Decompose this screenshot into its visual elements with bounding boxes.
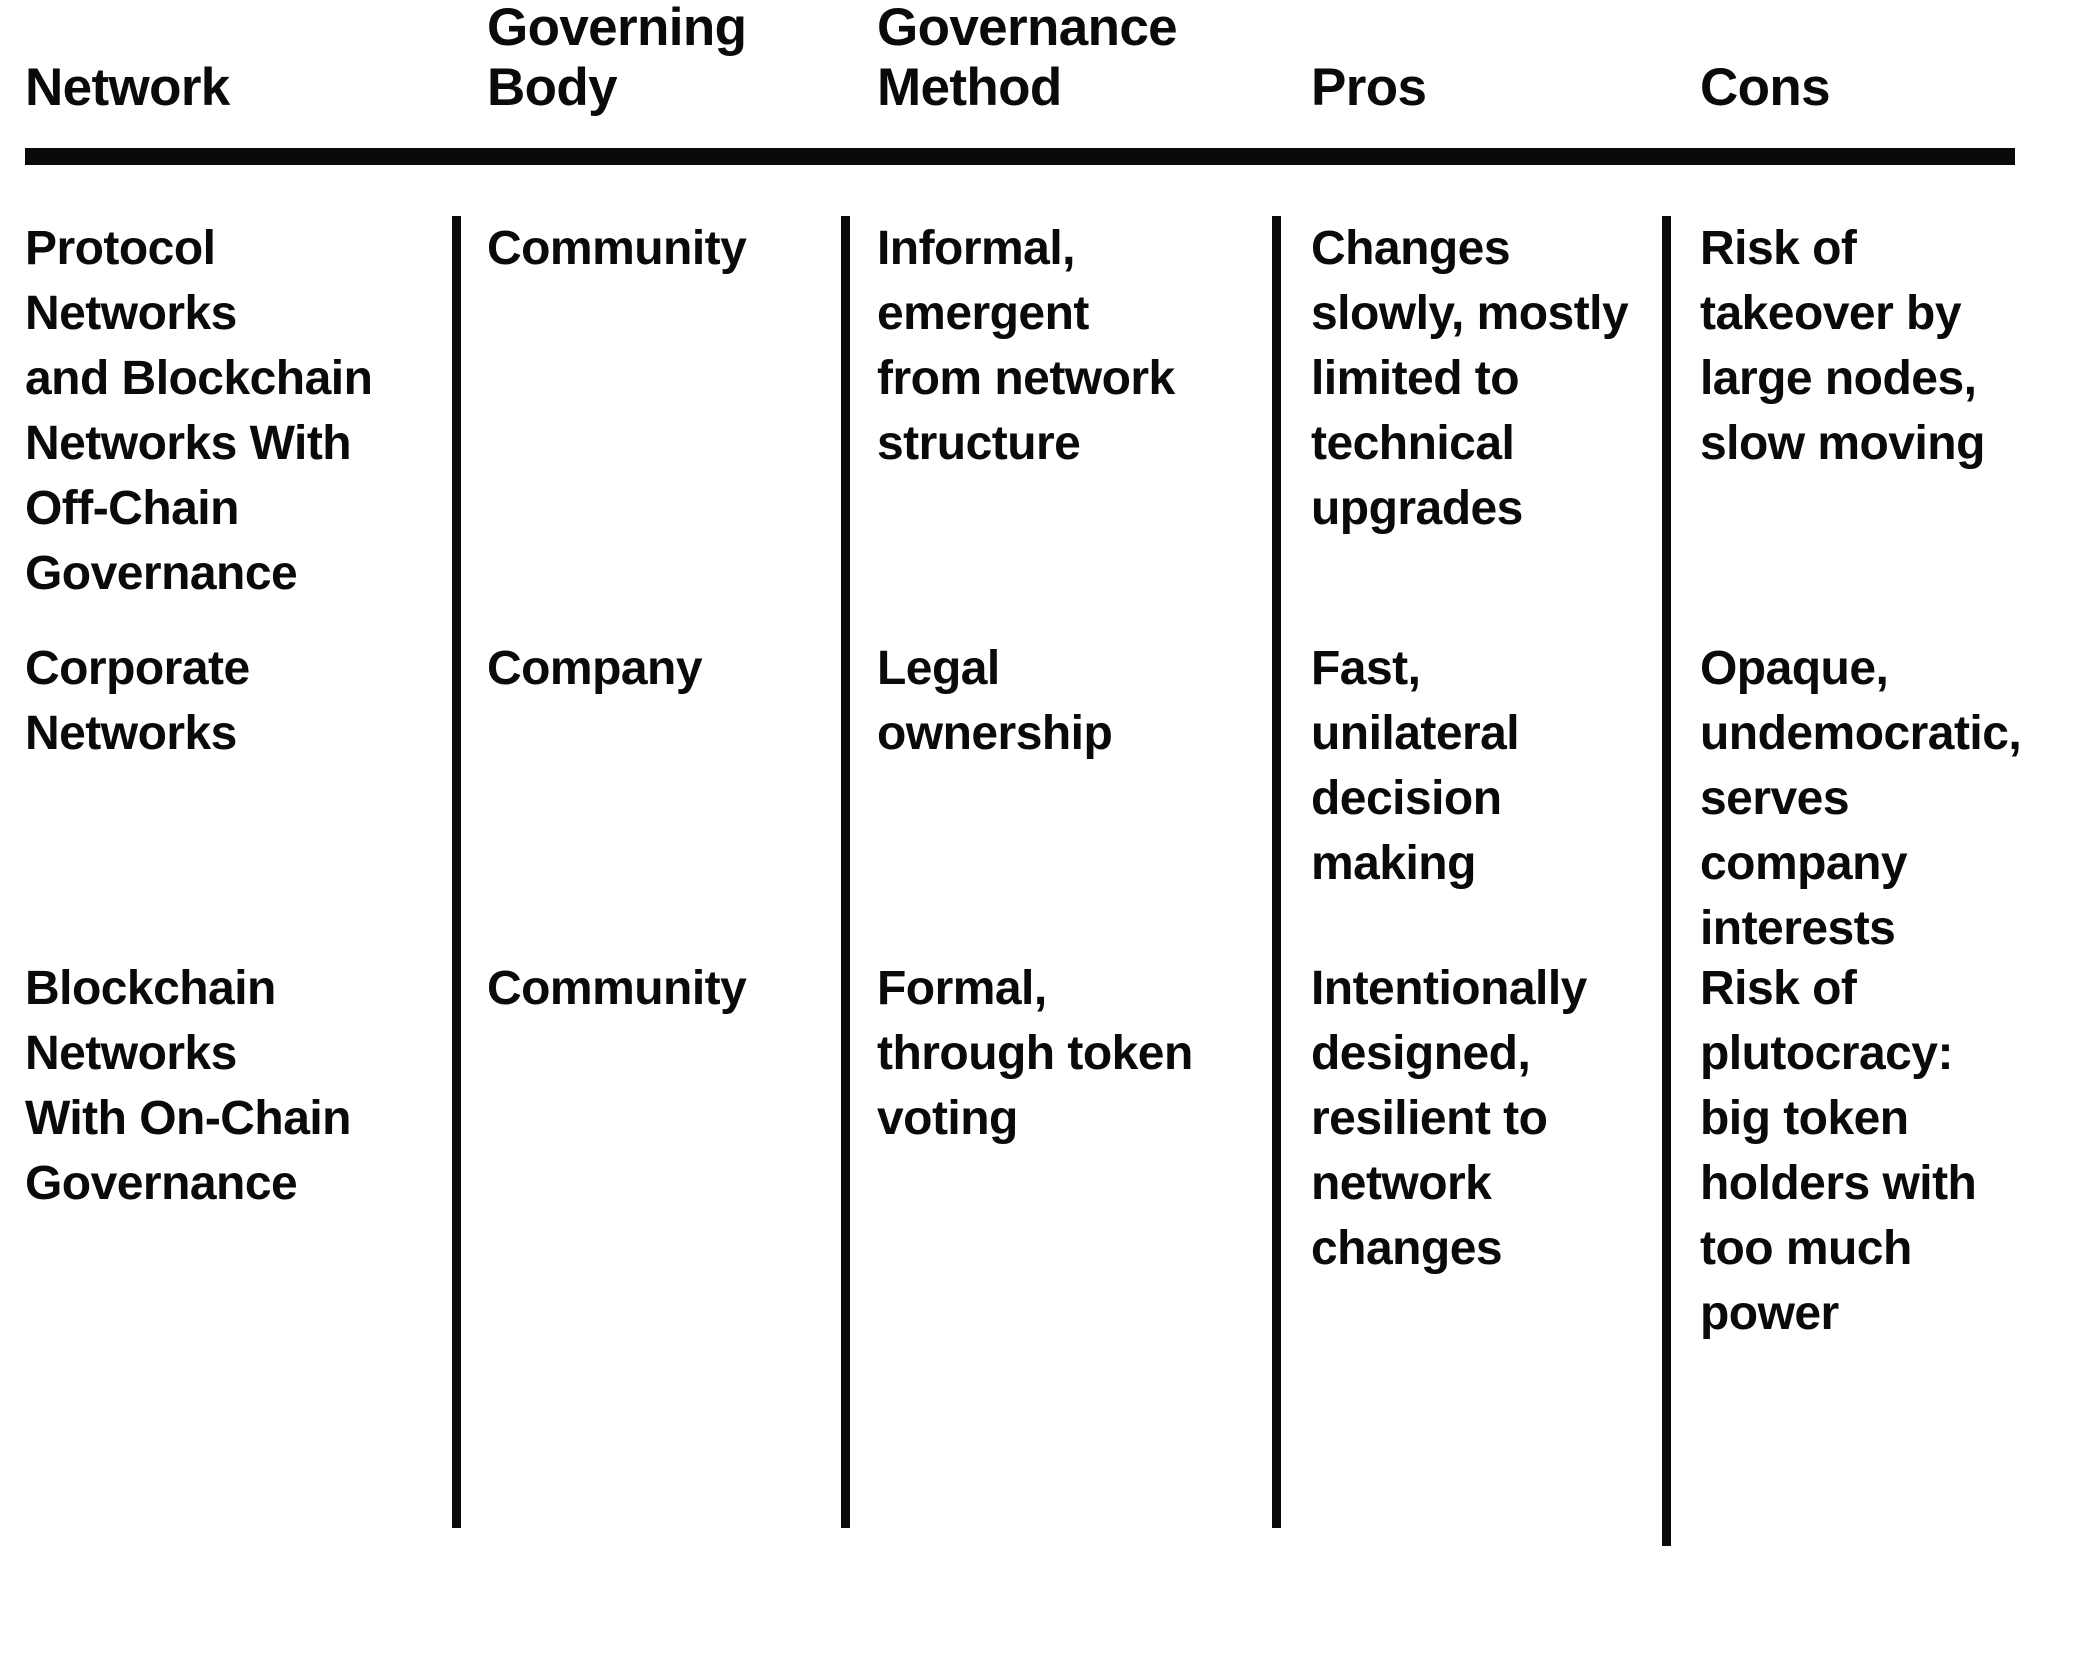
column-header-network: Network bbox=[25, 58, 230, 117]
table-row: Blockchain Networks With On-Chain Govern… bbox=[0, 956, 2084, 1356]
header-separator-rule bbox=[25, 148, 2015, 165]
cell-cons: Risk of plutocracy: big token holders wi… bbox=[1700, 962, 1977, 1340]
cell-network: Corporate Networks bbox=[25, 642, 250, 760]
cell-governing-body: Community bbox=[487, 962, 747, 1015]
cell-governance-method: Legal ownership bbox=[877, 642, 1113, 760]
cell-governing-body: Company bbox=[487, 642, 703, 695]
column-divider-3 bbox=[1272, 216, 1281, 1528]
cell-network: Protocol Networks and Blockchain Network… bbox=[25, 222, 373, 600]
cell-pros: Intentionally designed, resilient to net… bbox=[1311, 962, 1587, 1275]
cell-governance-method: Formal, through token voting bbox=[877, 962, 1193, 1145]
table-body: Protocol Networks and Blockchain Network… bbox=[0, 216, 2084, 1356]
cell-cons: Risk of takeover by large nodes, slow mo… bbox=[1700, 222, 1985, 470]
cell-cons: Opaque, undemocratic, serves company int… bbox=[1700, 642, 2022, 955]
cell-pros: Fast, unilateral decision making bbox=[1311, 642, 1520, 890]
cell-governing-body: Community bbox=[487, 222, 747, 275]
cell-pros: Changes slowly, mostly limited to techni… bbox=[1311, 222, 1629, 535]
cell-network: Blockchain Networks With On-Chain Govern… bbox=[25, 962, 352, 1210]
table-row: Corporate Networks Company Legal ownersh… bbox=[0, 636, 2084, 956]
column-header-governing-body: Governing Body bbox=[487, 0, 747, 117]
table-header-row: Network Governing Body Governance Method… bbox=[0, 0, 2084, 148]
column-divider-4 bbox=[1662, 216, 1671, 1546]
column-header-pros: Pros bbox=[1311, 58, 1427, 117]
table-row: Protocol Networks and Blockchain Network… bbox=[0, 216, 2084, 636]
cell-governance-method: Informal, emergent from network structur… bbox=[877, 222, 1175, 470]
column-divider-2 bbox=[841, 216, 850, 1528]
column-header-governance-method: Governance Method bbox=[877, 0, 1178, 117]
column-divider-1 bbox=[452, 216, 461, 1528]
column-header-cons: Cons bbox=[1700, 58, 1831, 117]
